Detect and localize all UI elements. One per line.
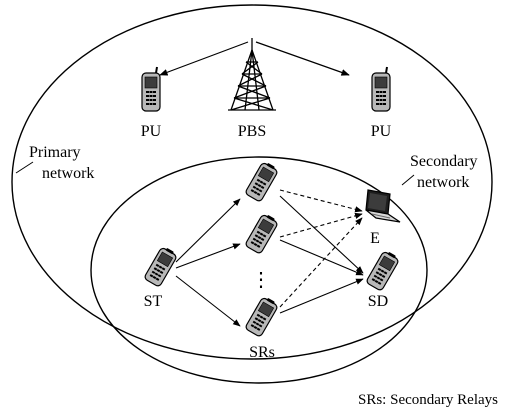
primary-network-region xyxy=(11,4,493,360)
secondary-network-region xyxy=(90,156,428,384)
secondary-network-pointer xyxy=(401,174,415,186)
relays-ellipsis: ⋮ xyxy=(251,269,271,291)
link-pbs-pu-left xyxy=(159,41,249,76)
legend-text: SRs: Secondary Relays xyxy=(358,392,498,408)
link-st-sr-top xyxy=(175,198,241,263)
link-pbs-pu-right xyxy=(255,41,350,76)
secondary-network-label-line1: Secondary xyxy=(410,153,478,170)
node-label-pu-left: PU xyxy=(141,123,162,140)
link-sr-bot-eve xyxy=(279,217,363,308)
cell-tower-icon xyxy=(228,38,276,111)
link-sr-top-eve xyxy=(279,189,363,213)
mobile-phone-icon xyxy=(244,211,280,255)
link-st-sr-bot xyxy=(175,275,241,327)
node-label-pu-right: PU xyxy=(371,123,392,140)
primary-network-label-line1: Primary xyxy=(29,144,81,161)
mobile-phone-icon xyxy=(143,244,179,288)
link-sr-mid-eve xyxy=(279,212,363,238)
link-st-sr-mid xyxy=(175,243,241,269)
primary-network-pointer xyxy=(15,161,34,174)
mobile-phone-icon xyxy=(371,66,391,112)
link-sr-mid-sd xyxy=(279,239,364,276)
mobile-phone-icon xyxy=(244,294,280,338)
primary-network-label-line2: network xyxy=(42,165,94,182)
secondary-network-label-line2: network xyxy=(417,174,469,191)
node-label-sd: SD xyxy=(368,293,388,310)
node-label-eve: E xyxy=(370,230,380,247)
node-label-st: ST xyxy=(144,293,163,310)
laptop-icon xyxy=(365,189,401,223)
mobile-phone-icon xyxy=(365,248,401,292)
mobile-phone-icon xyxy=(244,159,280,203)
mobile-phone-icon xyxy=(141,66,161,112)
node-label-srs: SRs xyxy=(249,344,275,361)
link-sr-bot-sd xyxy=(279,278,364,314)
node-label-pbs: PBS xyxy=(238,123,266,140)
link-sr-top-sd xyxy=(279,195,364,274)
